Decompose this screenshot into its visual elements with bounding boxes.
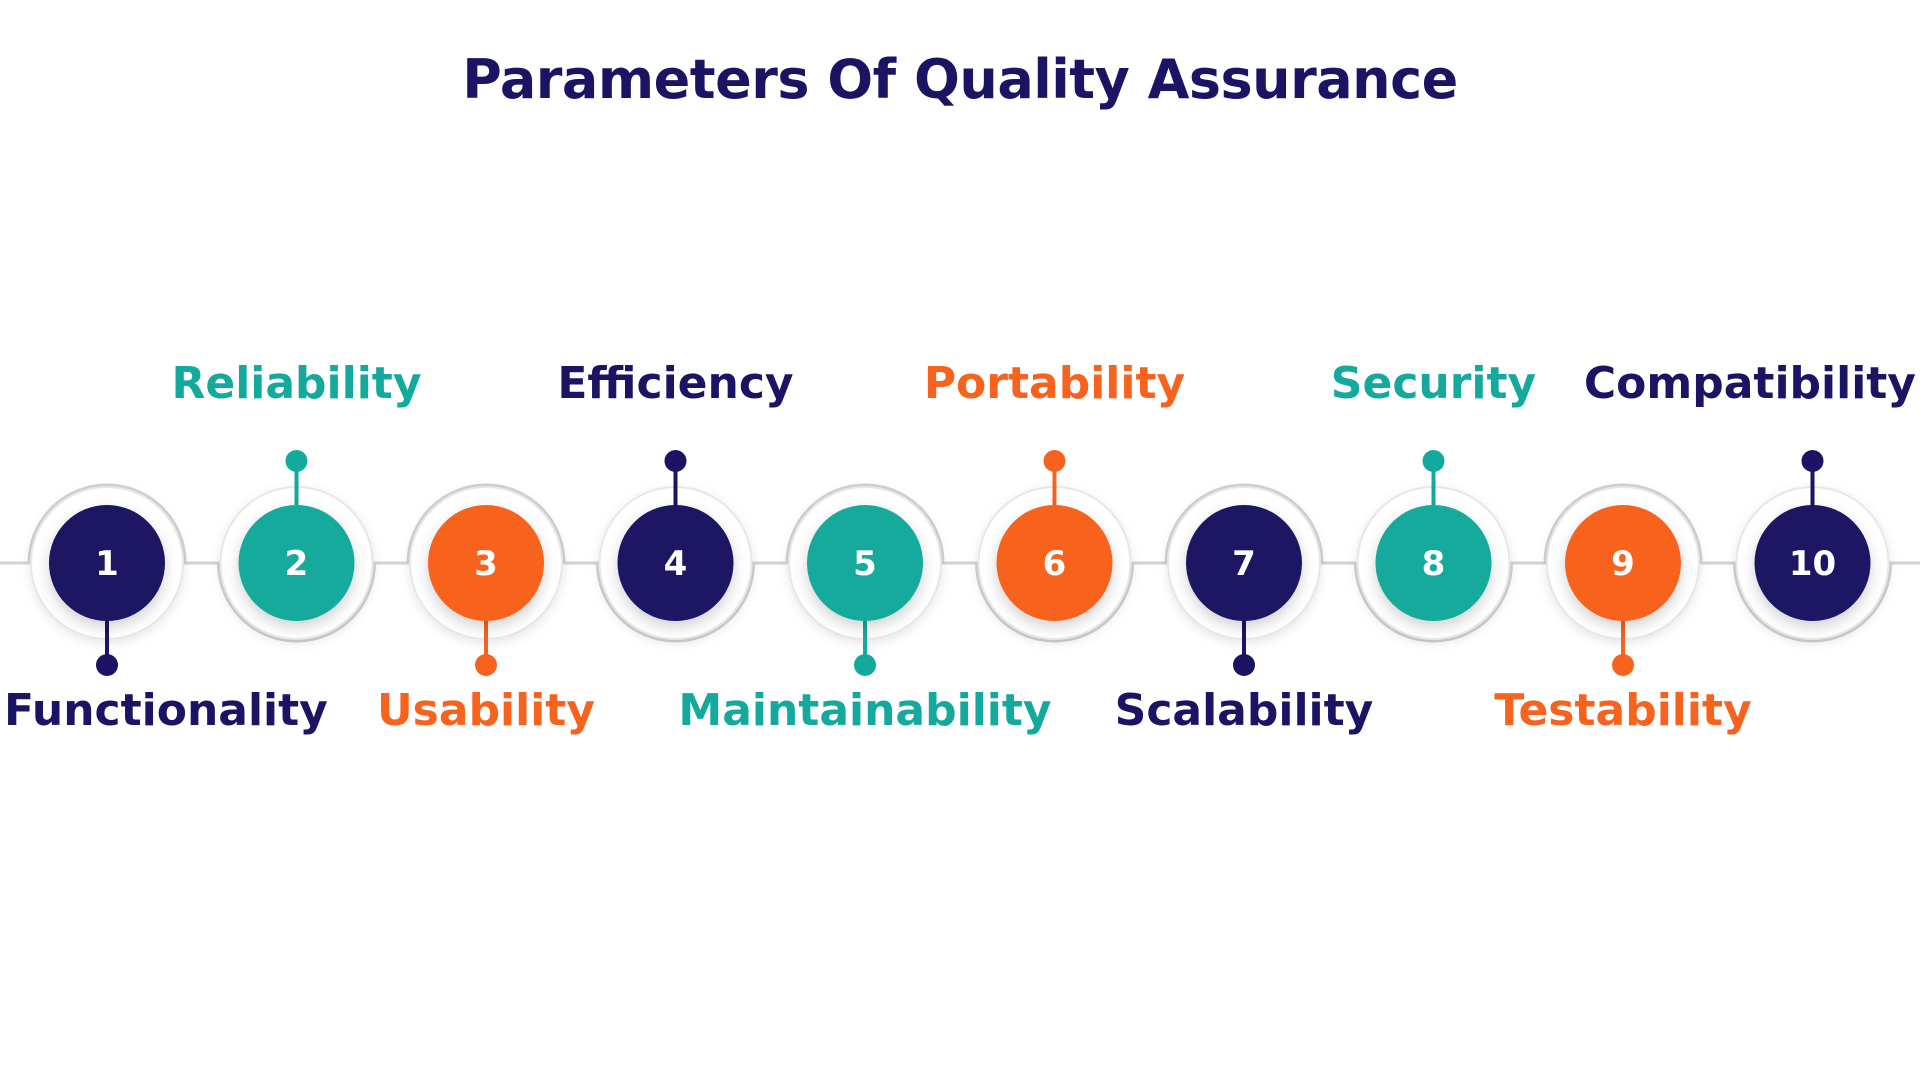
step-dot — [1422, 450, 1445, 472]
step-dot — [96, 654, 118, 676]
step-number: 9 — [1611, 544, 1635, 584]
step-number: 1 — [95, 544, 119, 584]
step-circle — [1186, 505, 1302, 621]
step-label: Testability — [1494, 685, 1751, 736]
step-number: 6 — [1043, 544, 1067, 584]
step-dot — [475, 654, 497, 676]
step-circle — [428, 505, 544, 621]
step-label: Efficiency — [557, 358, 793, 409]
step-circle — [807, 505, 923, 621]
step-circle — [1375, 505, 1492, 621]
step-dot — [1801, 450, 1824, 472]
step-number: 8 — [1422, 544, 1446, 584]
step-node: 2 Reliability — [171, 358, 422, 640]
step-number: 4 — [664, 544, 688, 584]
step-dot — [854, 654, 876, 676]
step-label: Reliability — [171, 358, 421, 409]
step-circle — [617, 505, 734, 621]
step-circle — [996, 505, 1113, 621]
step-label: Maintainability — [678, 685, 1051, 736]
step-label: Portability — [924, 358, 1185, 409]
step-dot — [664, 450, 687, 472]
timeline-nodes: 1Functionality2Reliability3Usability4Eff… — [4, 358, 1916, 736]
step-label: Security — [1331, 358, 1536, 409]
step-label: Compatibility — [1584, 358, 1916, 409]
step-node: 10 Compatibility — [1584, 358, 1916, 640]
page-title: Parameters Of Quality Assurance — [462, 48, 1458, 111]
step-dot — [285, 450, 308, 472]
step-number: 2 — [285, 544, 309, 584]
step-circle — [49, 505, 165, 621]
connector-line — [0, 483, 1920, 643]
step-circle — [1754, 505, 1871, 621]
step-node: 6 Portability — [924, 358, 1185, 640]
step-number: 7 — [1232, 544, 1256, 584]
step-dot — [1612, 654, 1634, 676]
step-number: 5 — [853, 544, 877, 584]
step-dot — [1043, 450, 1066, 472]
step-number: 3 — [474, 544, 498, 584]
step-circle — [238, 505, 355, 621]
step-dot — [1233, 654, 1255, 676]
timeline-connector — [0, 483, 1920, 643]
step-node: 8 Security — [1331, 358, 1536, 640]
step-circle — [1565, 505, 1681, 621]
step-node: 4 Efficiency — [557, 358, 794, 640]
step-label: Functionality — [4, 685, 328, 736]
step-label: Usability — [377, 685, 595, 736]
step-label: Scalability — [1115, 685, 1374, 736]
step-number: 10 — [1789, 544, 1836, 584]
